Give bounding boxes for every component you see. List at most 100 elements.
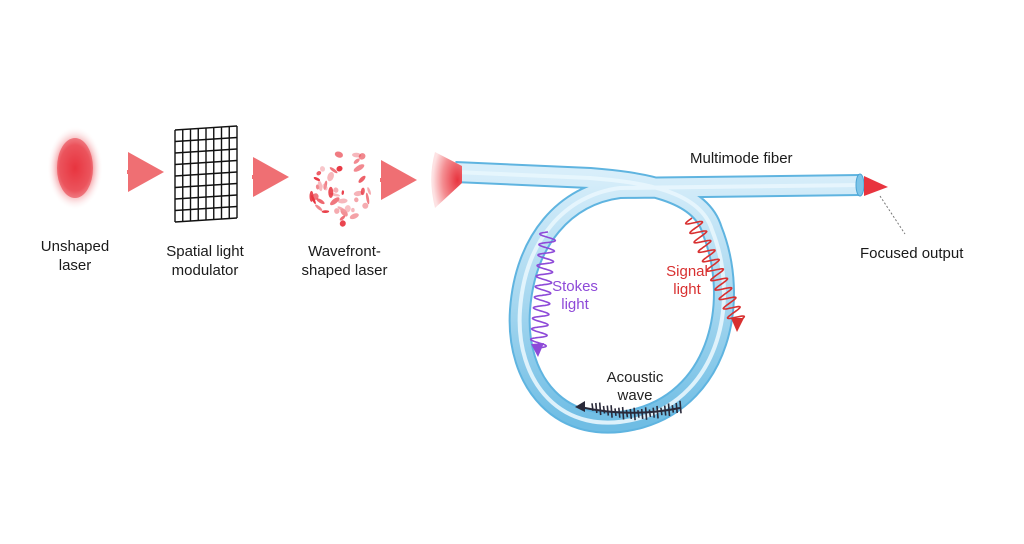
label-line: shaped laser xyxy=(301,262,388,279)
multimode-fiber-graphic xyxy=(454,161,865,434)
speckle-grain xyxy=(351,207,355,213)
acoustic-wave-label: Acoustic wave xyxy=(590,369,680,405)
label-line: Stokes xyxy=(552,278,598,295)
label-line: Unshaped xyxy=(40,238,110,255)
speckle-grain xyxy=(367,187,371,195)
acoustic-bar xyxy=(644,407,648,420)
speckle-grain xyxy=(353,164,365,172)
label-line: modulator xyxy=(171,262,239,279)
label-line: wave xyxy=(617,387,653,404)
speckle-grain xyxy=(333,187,339,193)
stokes-arrowhead-icon xyxy=(531,343,544,357)
acoustic-bar xyxy=(660,407,663,416)
speckle-grain xyxy=(317,180,323,192)
acoustic-bar xyxy=(679,400,682,414)
label-line: laser xyxy=(58,257,92,274)
slm-grid-line xyxy=(174,194,238,200)
acoustic-bar xyxy=(671,404,675,413)
label-line: Focused output xyxy=(860,245,964,262)
acoustic-bar xyxy=(618,407,621,418)
label-line: light xyxy=(561,296,589,313)
signal-light-label: Signal light xyxy=(652,263,722,299)
acoustic-bar xyxy=(633,407,636,421)
output-leader-line xyxy=(879,195,906,235)
label-line: Spatial light xyxy=(166,243,244,260)
speckle-grain xyxy=(313,177,321,181)
acoustic-bar xyxy=(637,410,640,418)
acoustic-bar xyxy=(610,405,613,418)
speckle-grain xyxy=(327,171,334,182)
slm-grid-line xyxy=(174,217,238,223)
speckle-grain xyxy=(353,158,360,164)
slm-grid-line xyxy=(174,171,238,177)
speckle-grain xyxy=(316,198,325,205)
multimode-fiber-label: Multimode fiber xyxy=(690,149,850,168)
unshaped-laser-spot xyxy=(47,126,103,210)
speckle-grain xyxy=(334,151,343,158)
unshaped-laser-label: Unshaped laser xyxy=(25,237,125,275)
speckle-grain xyxy=(337,206,347,213)
acoustic-bar xyxy=(640,408,644,419)
speckle-grain xyxy=(316,171,322,176)
speckle-grain xyxy=(358,175,366,183)
label-line: light xyxy=(673,281,701,298)
wavefront-laser-label: Wavefront- shaped laser xyxy=(282,242,407,280)
speckle-grain xyxy=(344,205,351,213)
acoustic-bar xyxy=(614,408,617,417)
speckle-grain xyxy=(360,187,365,196)
speckle-grain xyxy=(341,190,345,195)
speckle-grain xyxy=(339,220,346,227)
slm-grid-line xyxy=(174,182,238,189)
stokes-wave xyxy=(529,231,557,349)
acoustic-bar xyxy=(648,409,652,418)
slm-grid xyxy=(174,125,238,223)
acoustic-bar xyxy=(675,402,678,414)
speckle-grain xyxy=(330,197,340,206)
acoustic-bar xyxy=(606,405,610,416)
label-line: Multimode fiber xyxy=(690,150,793,167)
signal-wave xyxy=(684,217,746,323)
input-coupler-cone xyxy=(431,152,462,208)
signal-arrowhead-icon xyxy=(731,318,744,332)
speckle-grain xyxy=(311,195,316,205)
speckle-grain xyxy=(328,186,334,198)
acoustic-bar xyxy=(629,408,633,419)
acoustic-bar xyxy=(595,402,598,414)
acoustic-bar xyxy=(621,406,625,420)
output-cone xyxy=(864,176,888,196)
acoustic-bar xyxy=(663,405,667,416)
label-line: Acoustic xyxy=(606,369,664,386)
acoustic-bar xyxy=(625,409,629,418)
acoustic-bar xyxy=(652,407,655,418)
speckle-grain xyxy=(362,202,369,209)
stokes-light-label: Stokes light xyxy=(540,278,610,314)
acoustic-bar xyxy=(591,403,594,411)
speckle-grain xyxy=(349,213,359,220)
speckle-grain xyxy=(322,183,328,191)
acoustic-bar xyxy=(602,405,606,414)
slm-label: Spatial light modulator xyxy=(145,242,265,280)
acoustic-arrowhead-icon xyxy=(575,401,585,412)
acoustic-bar xyxy=(656,405,659,419)
acoustic-bar xyxy=(598,402,602,416)
speckle-grain xyxy=(319,166,326,172)
speckle-grain xyxy=(334,208,340,214)
wavefront-speckle xyxy=(309,151,371,227)
speckle-grain xyxy=(365,192,370,205)
speckle-grain xyxy=(321,210,330,214)
speckle-grain xyxy=(337,198,348,204)
acoustic-bar xyxy=(667,403,671,417)
speckle-grain xyxy=(329,167,338,174)
speckle-grain xyxy=(336,165,343,172)
label-line: Signal xyxy=(666,263,708,280)
speckle-grain xyxy=(354,197,359,203)
speckle-grain xyxy=(339,215,346,221)
acoustic-wave-bars xyxy=(579,400,682,421)
speckle-grain xyxy=(353,190,364,197)
speckle-grain xyxy=(358,153,366,160)
speckle-grain xyxy=(315,204,323,211)
label-line: Wavefront- xyxy=(308,243,381,260)
focused-output-label: Focused output xyxy=(860,244,1000,263)
slm-grid-line xyxy=(174,205,238,212)
